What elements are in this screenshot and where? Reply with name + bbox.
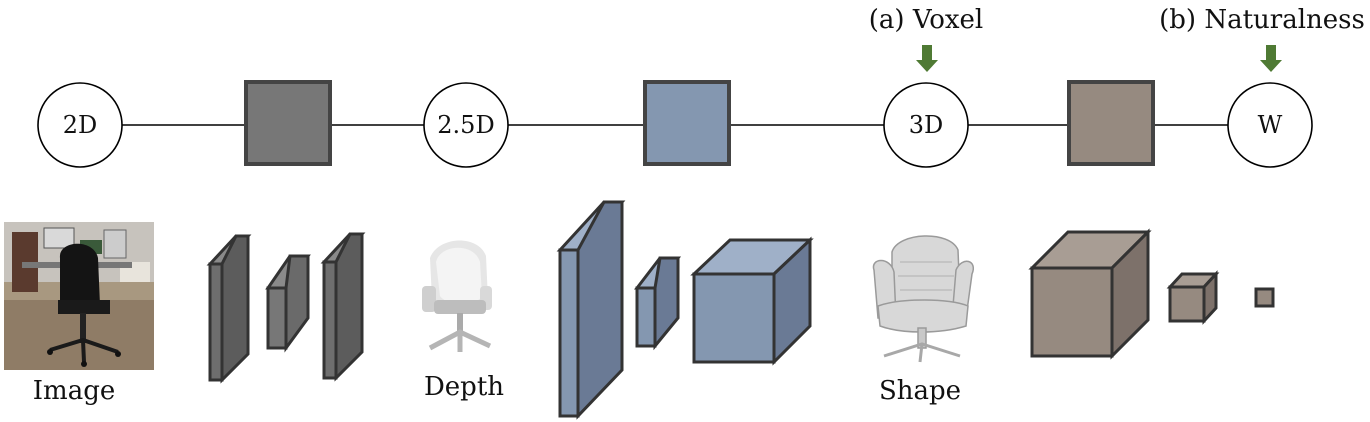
depth-map <box>422 240 492 352</box>
encoder-layer <box>265 254 311 353</box>
node-2-5d: 2.5D <box>423 82 509 168</box>
encoder-layer <box>206 234 252 384</box>
shape-3d <box>872 235 975 363</box>
arrow-down-icon <box>916 45 938 72</box>
node-2d: 2D <box>37 82 123 168</box>
node-2d-label: 2D <box>63 111 98 139</box>
blue-block <box>643 80 731 166</box>
image-caption: Image <box>33 376 115 406</box>
voxel-cube <box>690 236 814 366</box>
depth-caption: Depth <box>424 372 504 402</box>
node-w-label: W <box>1258 111 1283 139</box>
discriminator-output <box>1254 287 1275 308</box>
decoder-layer <box>556 200 626 420</box>
brown-block <box>1067 80 1155 166</box>
input-image <box>4 222 154 370</box>
gray-block <box>244 80 332 166</box>
voxel-annotation: (a) Voxel <box>869 5 983 35</box>
encoder-layer <box>320 232 366 382</box>
node-3d-label: 3D <box>909 111 944 139</box>
node-w: W <box>1227 82 1313 168</box>
block-25d-to-3d <box>643 80 731 166</box>
block-3d-to-w <box>1067 80 1155 166</box>
naturalness-annotation: (b) Naturalness <box>1159 5 1365 35</box>
shape-caption: Shape <box>879 376 961 406</box>
discriminator-cube-large <box>1028 228 1152 360</box>
arrow-down-icon <box>1260 45 1282 72</box>
decoder-layer <box>633 256 682 351</box>
block-2d-to-25d <box>244 80 332 166</box>
node-3d: 3D <box>883 82 969 168</box>
node-2-5d-label: 2.5D <box>437 111 494 139</box>
discriminator-cube-medium <box>1166 270 1220 325</box>
